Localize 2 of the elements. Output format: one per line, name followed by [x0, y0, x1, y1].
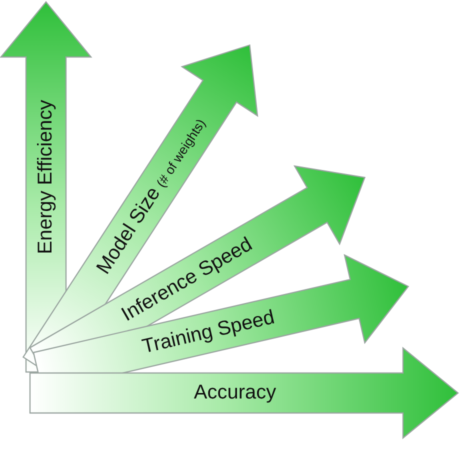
arrow-label: Accuracy — [194, 382, 276, 404]
arrow-label: Energy Efficiency — [34, 100, 58, 254]
